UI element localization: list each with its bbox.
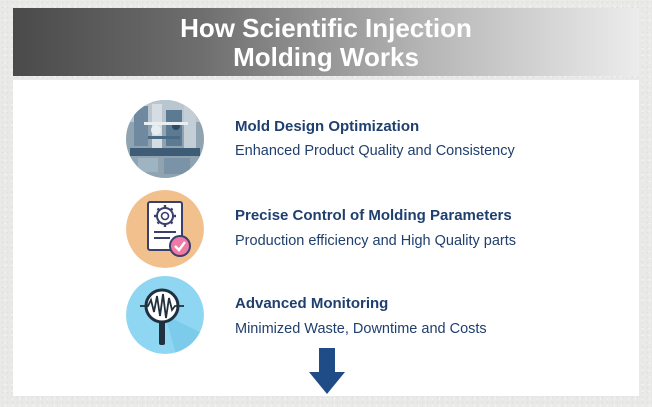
step-2-title: Precise Control of Molding Parameters — [235, 207, 512, 224]
down-arrow-icon — [309, 348, 345, 394]
page-title-line-2: Molding Works — [233, 42, 419, 72]
page-title-line-1: How Scientific Injection — [180, 13, 472, 43]
title-banner: How Scientific Injection Molding Works — [13, 8, 639, 76]
step-1-description: Enhanced Product Quality and Consistency — [235, 143, 515, 159]
step-3-title: Advanced Monitoring — [235, 295, 389, 312]
machine-photo-icon — [126, 100, 204, 178]
magnifier-waveform-icon — [126, 276, 204, 354]
step-2-description: Production efficiency and High Quality p… — [235, 233, 517, 249]
settings-document-check-icon — [126, 190, 204, 268]
step-3-description: Minimized Waste, Downtime and Costs — [235, 321, 487, 337]
content-panel: Mold Design Optimization Enhanced Produc… — [13, 80, 639, 396]
step-1-title: Mold Design Optimization — [235, 118, 420, 135]
